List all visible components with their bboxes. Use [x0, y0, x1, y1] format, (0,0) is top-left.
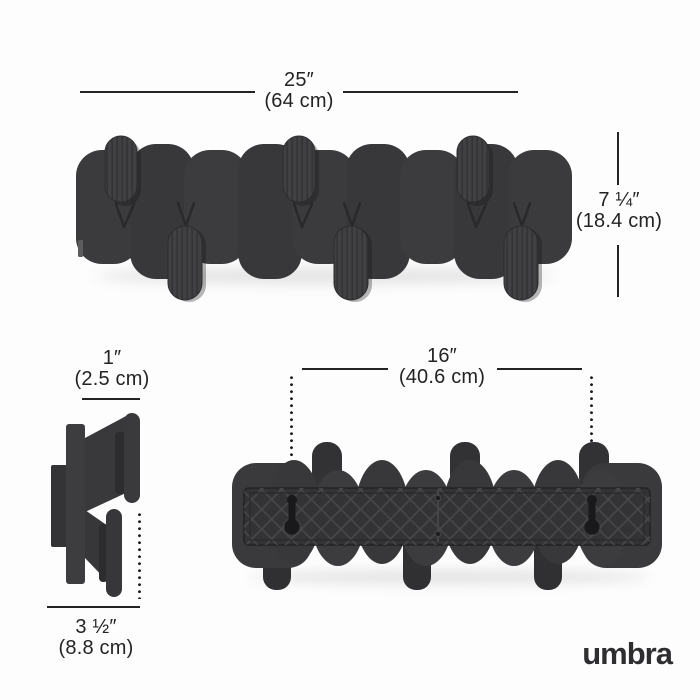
front-width-dim-label: 25″ (64 cm)	[234, 70, 364, 112]
side-depth-bottom-cm: (8.8 cm)	[58, 637, 134, 659]
top-hooks	[104, 135, 493, 206]
side-top-hook-edge	[115, 432, 125, 494]
side-depth-top-dim-line	[82, 398, 140, 400]
side-bottom-hook-edge	[99, 524, 108, 582]
back-view-illustration	[232, 442, 662, 590]
back-mount-dim-line-left	[302, 368, 388, 370]
back-mount-dim-line-right	[497, 368, 582, 370]
side-depth-bottom-dim-label: 3 ½″ (8.8 cm)	[25, 617, 167, 659]
keyhole-slot-right	[582, 495, 602, 537]
side-wall-plate	[51, 465, 67, 547]
hook-stems	[114, 201, 532, 229]
umbra-logo: umbra	[582, 636, 673, 671]
keyhole-slot-left	[282, 495, 302, 537]
front-view-illustration	[76, 135, 572, 302]
front-width-cm: (64 cm)	[264, 90, 334, 112]
front-height-inches: 7 ¼″	[598, 189, 640, 211]
front-view-shadow	[95, 268, 555, 284]
back-mount-width-cm: (40.6 cm)	[398, 366, 486, 388]
front-height-cm: (18.4 cm)	[575, 210, 663, 232]
front-height-dim-line-top	[617, 132, 619, 185]
front-height-dim-label: 7 ¼″ (18.4 cm)	[549, 190, 689, 232]
brand-tag	[78, 240, 83, 257]
front-width-dim-line-right	[343, 91, 518, 93]
bottom-hooks	[167, 225, 542, 302]
back-mount-dotted-line-right	[590, 376, 593, 499]
side-top-pill-edge	[124, 413, 140, 503]
side-depth-top-dim-label: 1″ (2.5 cm)	[42, 348, 182, 390]
back-mount-dotted-line-left	[290, 376, 293, 502]
side-depth-top-inches: 1″	[102, 347, 122, 369]
back-mounting-rail	[243, 487, 651, 546]
side-depth-top-cm: (2.5 cm)	[74, 368, 150, 390]
front-width-dim-line-left	[80, 91, 255, 93]
front-width-inches: 25″	[284, 69, 314, 91]
side-main-plate	[66, 424, 85, 584]
back-mount-width-dim-label: 16″ (40.6 cm)	[372, 346, 512, 388]
back-mount-width-inches: 16″	[427, 345, 457, 367]
front-height-dim-line-bottom	[617, 245, 619, 297]
side-view-illustration	[51, 413, 140, 597]
side-depth-reference-dotted-line	[138, 513, 141, 599]
side-depth-bottom-inches: 3 ½″	[75, 616, 117, 638]
side-bottom-pill-edge	[106, 509, 122, 597]
side-depth-bottom-dim-line	[47, 606, 140, 608]
front-pills	[76, 144, 572, 279]
